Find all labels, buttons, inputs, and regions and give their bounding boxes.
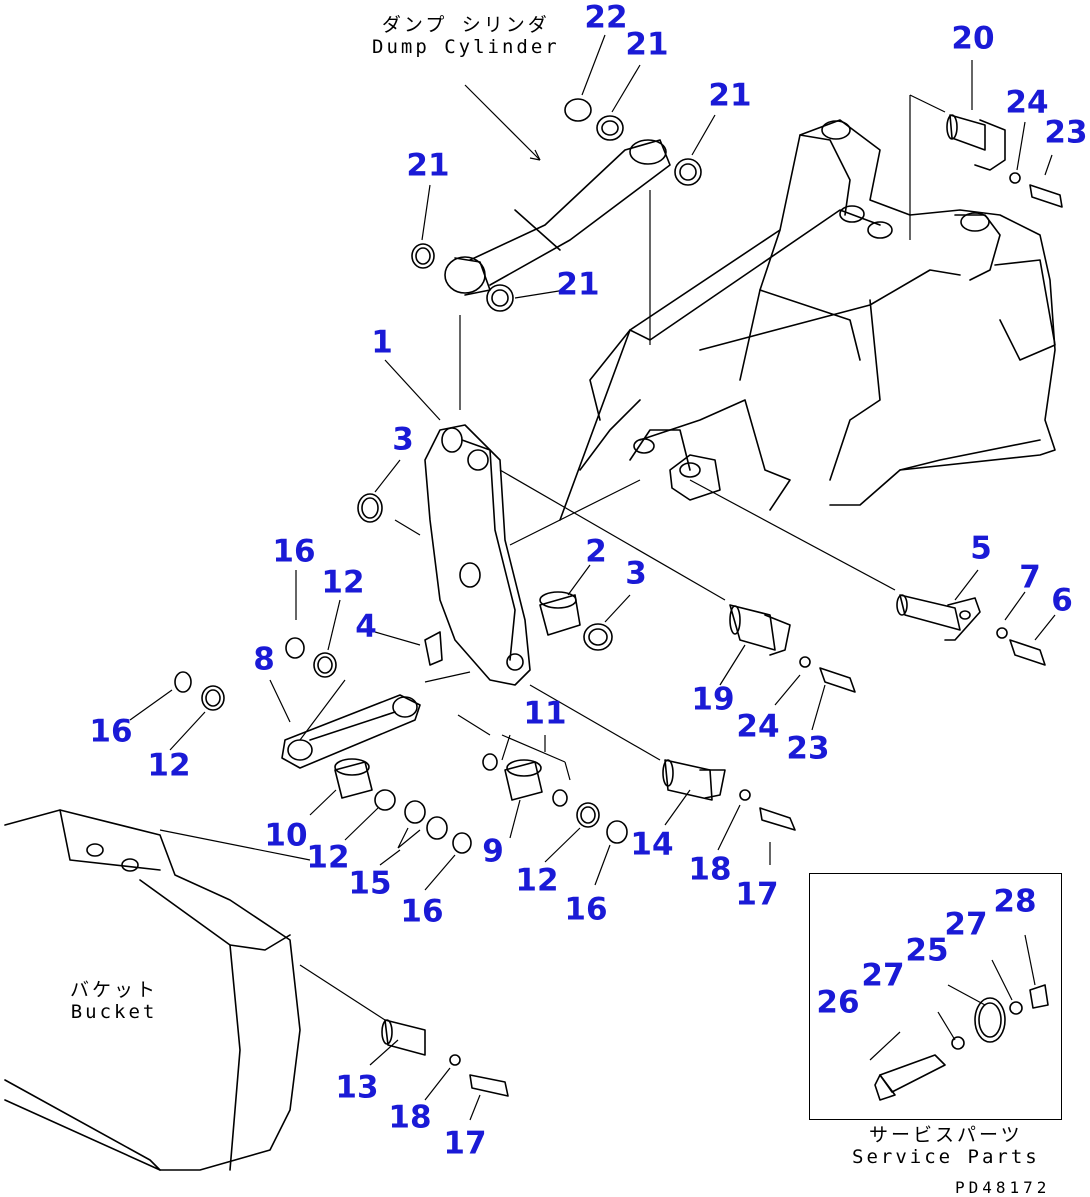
callout-21: 21 <box>556 266 600 303</box>
callout-19: 19 <box>691 681 735 718</box>
service-parts-caption: サービスパーツ Service Parts <box>852 1124 1040 1169</box>
callout-9: 9 <box>482 833 504 870</box>
callout-15: 15 <box>348 865 392 902</box>
leader-lines <box>129 34 1056 1121</box>
callout-3: 3 <box>392 421 414 458</box>
callout-25: 25 <box>905 932 949 969</box>
service-parts-label-jp: サービスパーツ <box>869 1124 1023 1146</box>
bucket <box>4 809 301 1171</box>
callout-22: 22 <box>584 0 628 36</box>
callout-12: 12 <box>306 839 350 876</box>
callout-12: 12 <box>147 747 191 784</box>
callout-26: 26 <box>816 984 860 1021</box>
callout-16: 16 <box>89 713 133 750</box>
service-parts-label-en: Service Parts <box>852 1145 1040 1168</box>
service-parts-box <box>809 873 1062 1120</box>
dump-cylinder-label-en: Dump Cylinder <box>372 35 560 58</box>
callout-20: 20 <box>951 20 995 57</box>
callout-23: 23 <box>1044 114 1088 151</box>
bucket-label-jp: バケット <box>70 979 159 1001</box>
callout-16: 16 <box>564 891 608 928</box>
callout-6: 6 <box>1051 582 1073 619</box>
callout-24: 24 <box>1005 84 1049 121</box>
callout-28: 28 <box>993 883 1037 920</box>
callout-16: 16 <box>272 533 316 570</box>
callout-18: 18 <box>688 851 732 888</box>
callout-13: 13 <box>335 1069 379 1106</box>
lift-arm-frame <box>559 119 1056 521</box>
callout-10: 10 <box>264 817 308 854</box>
link <box>281 694 421 769</box>
pins-and-bushings <box>174 98 1063 1097</box>
drawing-code: PD48172 <box>955 1178 1051 1197</box>
callout-2: 2 <box>585 533 607 570</box>
callout-18: 18 <box>388 1099 432 1136</box>
callout-3: 3 <box>625 555 647 592</box>
callout-24: 24 <box>736 708 780 745</box>
callout-12: 12 <box>321 564 365 601</box>
service-parts-drawing <box>874 984 1049 1101</box>
callout-1: 1 <box>371 324 393 361</box>
callout-17: 17 <box>443 1125 487 1162</box>
callout-23: 23 <box>786 730 830 767</box>
callout-21: 21 <box>708 77 752 114</box>
bell-crank <box>424 424 531 686</box>
callout-21: 21 <box>625 26 669 63</box>
dump-cylinder-caption: ダンプ シリンダ Dump Cylinder <box>372 14 560 59</box>
callout-27: 27 <box>944 906 988 943</box>
callout-17: 17 <box>735 876 779 913</box>
callout-4: 4 <box>355 608 377 645</box>
callout-16: 16 <box>400 893 444 930</box>
callout-8: 8 <box>253 641 275 678</box>
callout-21: 21 <box>406 147 450 184</box>
callout-7: 7 <box>1019 559 1041 596</box>
bucket-caption: バケット Bucket <box>70 979 159 1024</box>
callout-14: 14 <box>630 826 674 863</box>
callout-5: 5 <box>970 530 992 567</box>
bucket-label-en: Bucket <box>70 1000 158 1023</box>
callout-11: 11 <box>523 695 567 732</box>
dump-cylinder-label-jp: ダンプ シリンダ <box>381 14 550 36</box>
dump-cylinder <box>444 139 671 296</box>
callout-12: 12 <box>515 862 559 899</box>
callout-27: 27 <box>861 957 905 994</box>
